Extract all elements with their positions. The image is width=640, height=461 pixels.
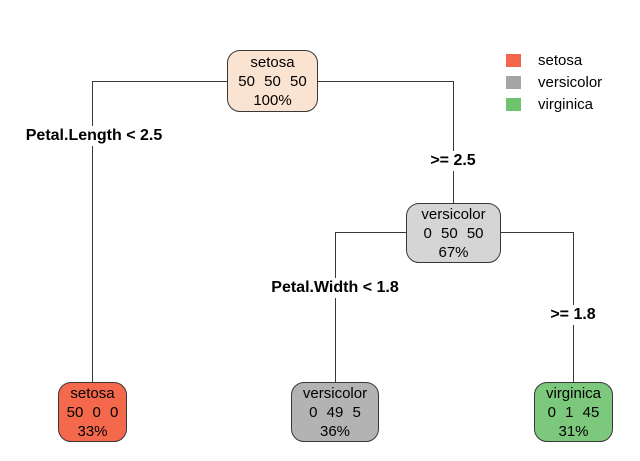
legend-item-virginica: virginica (506, 93, 602, 115)
node-percent: 100% (253, 91, 292, 109)
node-class-label: versicolor (421, 205, 486, 223)
tree-leaf-versicolor: versicolor 0 49 5 36% (291, 382, 379, 442)
legend-item-setosa: setosa (506, 49, 602, 71)
legend-swatch-setosa (506, 53, 521, 67)
node-percent: 67% (438, 243, 469, 261)
edge-versicolor-to-left-branch (335, 232, 406, 234)
tree-node-root: setosa 50 50 50 100% (227, 50, 318, 112)
edge-root-to-left-branch (92, 81, 227, 83)
legend-swatch-virginica (506, 97, 521, 111)
node-class-counts: 0 1 45 (547, 403, 600, 421)
legend-item-versicolor: versicolor (506, 71, 602, 93)
edge-versicolor-to-right-branch (501, 232, 573, 234)
edge-right-branch-to-versicolor-node (453, 81, 455, 203)
class-legend: setosa versicolor virginica (506, 49, 602, 115)
node-class-label: setosa (70, 384, 115, 402)
node-class-counts: 0 50 50 (423, 224, 484, 242)
tree-node-versicolor-internal: versicolor 0 50 50 67% (406, 203, 501, 263)
node-percent: 33% (77, 422, 108, 440)
node-class-counts: 0 49 5 (309, 403, 361, 421)
split-label-petal-width: Petal.Width < 1.8 (266, 278, 404, 298)
edge-left-branch-to-leaf-setosa (92, 81, 94, 382)
node-class-label: virginica (545, 384, 602, 402)
node-class-counts: 50 50 50 (238, 72, 307, 90)
split-label-petal-length-else: >= 2.5 (425, 151, 481, 171)
node-percent: 36% (319, 422, 351, 440)
legend-label: setosa (538, 51, 583, 69)
node-class-label: versicolor (302, 384, 368, 402)
legend-label: virginica (538, 95, 594, 113)
split-label-petal-length: Petal.Length < 2.5 (20, 126, 168, 146)
split-label-petal-width-else: >= 1.8 (545, 305, 601, 325)
node-class-label: setosa (250, 53, 295, 71)
legend-swatch-versicolor (506, 75, 521, 89)
edge-branch-to-leaf-versicolor (335, 232, 337, 382)
node-class-counts: 50 0 0 (66, 403, 119, 421)
tree-leaf-setosa: setosa 50 0 0 33% (58, 382, 127, 442)
legend-label: versicolor (538, 73, 603, 91)
node-percent: 31% (558, 422, 589, 440)
tree-leaf-virginica: virginica 0 1 45 31% (534, 382, 613, 442)
edge-root-to-right-branch (318, 81, 453, 83)
